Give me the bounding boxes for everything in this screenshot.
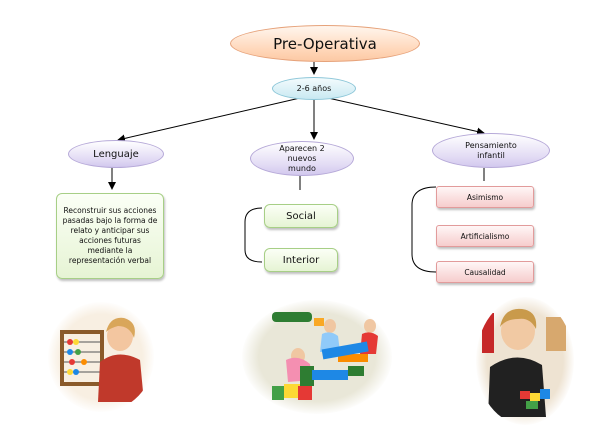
mundo-item-social-label: Social [286,210,316,222]
pensamiento-item-causalidad-label: Causalidad [464,267,506,277]
child-with-abacus-photo [48,302,154,412]
lenguaje-node: Lenguaje [68,140,164,168]
pensamiento-item-causalidad: Causalidad [436,261,534,283]
pensamiento-item-artificialismo-label: Artificialismo [460,231,510,241]
title-node: Pre-Operativa [230,25,420,62]
boy-with-blocks-photo [476,297,574,425]
lenguaje-description-box: Reconstruir sus acciones pasadas bajo la… [56,193,164,279]
pensamiento-item-asimismo-label: Asimismo [466,192,504,202]
mundo-label: Aparecen 2 nuevos mundo [279,143,325,173]
pensamiento-item-asimismo: Asimismo [436,186,534,208]
pensamiento-node: Pensamiento infantil [432,133,550,168]
lenguaje-label: Lenguaje [93,148,139,160]
age-label: 2-6 años [296,84,332,93]
child-with-abacus-illustration [60,317,144,402]
children-playing-blocks-photo [242,300,392,414]
pensamiento-item-artificialismo: Artificialismo [436,225,534,247]
mundo-item-social: Social [264,204,338,228]
mundo-item-interior: Interior [264,248,338,272]
pensamiento-label: Pensamiento infantil [465,140,517,160]
mundo-node: Aparecen 2 nuevos mundo [250,141,354,176]
mundo-item-interior-label: Interior [282,254,320,266]
boy-with-blocks-illustration [482,308,566,417]
children-playing-blocks-illustration [272,312,378,400]
lenguaje-description: Reconstruir sus acciones pasadas bajo la… [62,206,158,265]
title-label: Pre-Operativa [273,34,377,53]
age-node: 2-6 años [272,77,356,100]
